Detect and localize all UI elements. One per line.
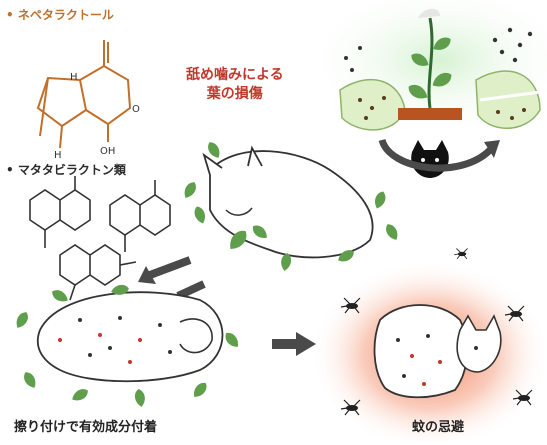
arrow-to-rubbing [150, 260, 190, 275]
black-cat-icon [411, 140, 449, 178]
label-rubbing: 擦り付けで有効成分付着 [14, 416, 157, 435]
label-mosquito-avoidance: 蚊の忌避 [412, 416, 464, 435]
nepetalactol-structure [38, 40, 130, 148]
atom-oh: OH [100, 146, 115, 157]
atom-o: O [132, 104, 140, 115]
label-nepetalactol: • ネペタラクトール [6, 6, 114, 23]
cat-chewing [204, 148, 373, 257]
label-leaf-damage: 舐め噛みによる 葉の損傷 [186, 66, 284, 104]
arrow-back [178, 284, 204, 296]
atom-h1: H [70, 72, 78, 83]
label-leaf-damage-line1: 舐め噛みによる [186, 66, 284, 85]
label-leaf-damage-line2: 葉の損傷 [186, 85, 284, 104]
atom-h2: H [54, 150, 62, 161]
label-matatabilactones: • マタタビラクトン類 [6, 161, 126, 178]
cat-rubbing [38, 292, 223, 381]
